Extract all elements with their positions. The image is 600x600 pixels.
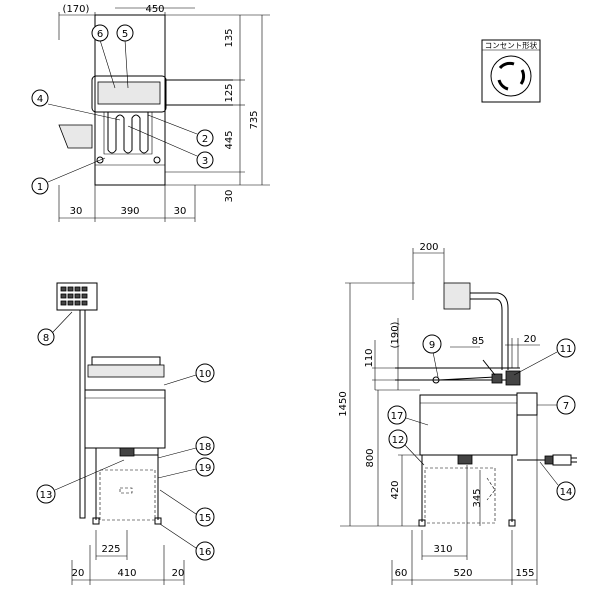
bubble-2: 2 <box>147 114 214 147</box>
bubble-5: 5 <box>116 24 134 89</box>
bubble-12: 12 <box>388 429 425 466</box>
side-oil-pan <box>424 467 496 524</box>
bubble-3: 3 <box>127 125 214 169</box>
dim-side-310: 310 <box>433 544 452 555</box>
side-control-box <box>505 370 521 386</box>
side-view: 200 85 20 1450 800 110 (190) 420 345 310 <box>338 242 577 585</box>
bubble-8: 8 <box>37 311 73 346</box>
side-drain-valve <box>457 454 473 465</box>
side-power-plug <box>552 454 572 466</box>
front-body <box>84 389 166 449</box>
control-buttons <box>60 286 88 306</box>
bubble-13: 13 <box>36 459 125 504</box>
bubble-11: 11 <box>513 338 576 376</box>
front-basket <box>87 364 165 378</box>
bubble-4: 4 <box>31 89 121 121</box>
outlet-circle <box>490 55 532 97</box>
bubble-6: 6 <box>91 24 116 89</box>
outlet-blade-3 <box>497 79 509 91</box>
dim-top-w30a: 30 <box>70 206 83 217</box>
dim-side-345: 345 <box>472 488 483 507</box>
svg-text:6: 6 <box>97 29 103 40</box>
side-electrical-box <box>516 392 538 416</box>
top-heater-coils <box>96 112 161 164</box>
dim-front-410: 410 <box>117 568 136 579</box>
svg-text:10: 10 <box>199 369 212 380</box>
bubble-19: 19 <box>157 457 215 479</box>
dim-front-20b: 20 <box>172 568 185 579</box>
dim-side-520: 520 <box>453 568 472 579</box>
svg-text:13: 13 <box>40 490 53 501</box>
svg-text:5: 5 <box>122 29 128 40</box>
svg-text:1: 1 <box>37 182 43 193</box>
dim-side-800: 800 <box>365 448 376 467</box>
bubble-14: 14 <box>539 461 576 501</box>
dim-top-450: 450 <box>145 4 164 15</box>
dim-side-420: 420 <box>390 480 401 499</box>
top-side-bracket <box>58 124 93 149</box>
svg-text:7: 7 <box>563 401 569 412</box>
dim-top-445: 445 <box>224 130 235 149</box>
dim-top-30: 30 <box>224 190 235 203</box>
front-drain <box>119 447 135 457</box>
dim-side-155: 155 <box>515 568 534 579</box>
dim-side-190: (190) <box>390 321 401 348</box>
outlet-label: コンセント形状 <box>485 40 538 50</box>
svg-text:9: 9 <box>429 340 435 351</box>
dim-side-1450: 1450 <box>338 391 349 416</box>
svg-text:19: 19 <box>199 463 212 474</box>
outlet-shape: コンセント形状 <box>481 39 541 103</box>
front-top-rail <box>91 356 161 366</box>
dim-top-w390: 390 <box>120 206 139 217</box>
outlet-blade-1 <box>498 61 515 70</box>
dim-side-20: 20 <box>524 334 537 345</box>
side-body <box>419 394 518 456</box>
bubble-7: 7 <box>537 395 576 415</box>
dim-side-110: 110 <box>364 348 375 367</box>
bubble-10: 10 <box>163 363 215 386</box>
side-exhaust-hood <box>443 282 471 310</box>
svg-text:18: 18 <box>199 442 212 453</box>
svg-text:15: 15 <box>199 513 212 524</box>
svg-text:8: 8 <box>43 333 49 344</box>
svg-text:2: 2 <box>202 134 208 145</box>
bubble-18: 18 <box>157 436 215 459</box>
bubble-16: 16 <box>159 523 215 561</box>
dim-front-225: 225 <box>101 544 120 555</box>
dim-top-125: 125 <box>224 83 235 102</box>
dim-side-200: 200 <box>419 242 438 253</box>
dim-top-170: (170) <box>63 4 90 15</box>
outlet-blade-2 <box>519 69 526 85</box>
outlet-frame <box>481 39 541 103</box>
svg-text:16: 16 <box>199 547 212 558</box>
front-view: 225 20 410 20 8 10 18 19 <box>36 282 215 585</box>
top-basket-frame <box>91 75 167 113</box>
bubble-9: 9 <box>422 334 442 378</box>
svg-text:11: 11 <box>560 344 573 355</box>
front-panel-post <box>79 309 86 519</box>
svg-text:17: 17 <box>391 411 404 422</box>
bubble-15: 15 <box>159 489 215 527</box>
side-exhaust-pipe <box>470 292 509 370</box>
bubble-17: 17 <box>387 405 429 426</box>
dim-top-135: 135 <box>224 28 235 47</box>
top-view: (170) 450 135 125 735 445 30 30 390 30 6 <box>31 4 270 222</box>
dim-side-85: 85 <box>472 336 485 347</box>
dim-side-60: 60 <box>395 568 408 579</box>
dim-top-735: 735 <box>249 110 260 129</box>
svg-text:14: 14 <box>560 487 573 498</box>
dim-front-20a: 20 <box>72 568 85 579</box>
top-basket-lid <box>97 81 161 105</box>
bubble-1: 1 <box>31 157 106 195</box>
dim-top-w30b: 30 <box>174 206 187 217</box>
svg-text:3: 3 <box>202 156 208 167</box>
front-oil-pan <box>99 469 156 521</box>
svg-text:4: 4 <box>37 94 43 105</box>
front-control-panel <box>56 282 98 311</box>
svg-text:12: 12 <box>392 435 405 446</box>
